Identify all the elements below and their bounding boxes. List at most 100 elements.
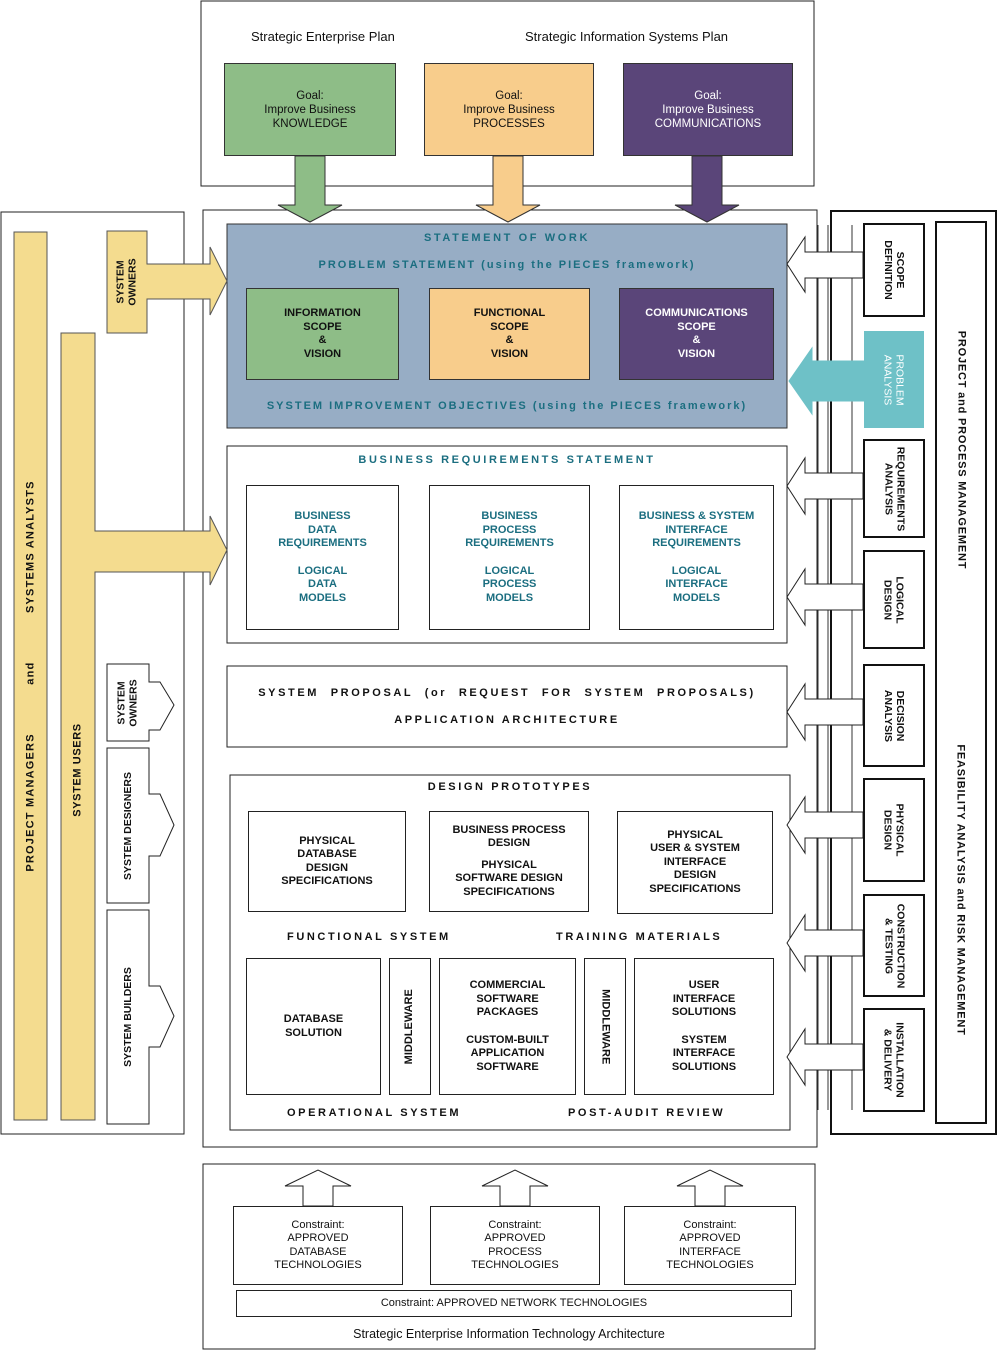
box-text: MODELS (298, 591, 347, 604)
interface-solutions-box: USER INTERFACE SOLUTIONS SYSTEM INTERFAC… (634, 958, 774, 1095)
designers-text: SYSTEM DESIGNERS (122, 771, 135, 880)
constraint-arrow-interface (676, 1169, 744, 1207)
phase-box-logical (863, 550, 925, 649)
box-text: MODELS (485, 591, 534, 604)
box-text: INFORMATION (284, 307, 361, 319)
goal-text: Improve Business (463, 103, 555, 116)
strategic-enterprise-plan-label: Strategic Enterprise Plan (251, 29, 395, 44)
project-process-management-label: PROJECT and PROCESS MANAGEMENT (936, 222, 986, 677)
phase-label-installation: INSTALLATION& DELIVERY (864, 1009, 924, 1111)
phase-text: REQUIREMENTS (894, 446, 906, 531)
box-text: & (505, 334, 514, 346)
phase-text: DECISION (893, 690, 906, 741)
box-text: REQUIREMENTS (278, 537, 367, 549)
owners-text: OWNERS (128, 678, 140, 727)
box-text: PHYSICAL (481, 858, 537, 871)
box-text: MODELS (672, 591, 721, 604)
phase-text: ANALYSIS (881, 354, 894, 405)
phase-text: & DELIVERY (882, 1028, 894, 1092)
goal-text: PROCESSES (473, 117, 545, 130)
box-text: SCOPE (303, 320, 342, 333)
constraint-database: Constraint: APPROVED DATABASE TECHNOLOGI… (233, 1206, 403, 1285)
box-text: INTERFACE (663, 855, 727, 868)
box-text: REQUIREMENTS (465, 537, 554, 549)
box-text: DATABASE (283, 1013, 344, 1025)
phase-box-scope (863, 223, 925, 317)
phase-box-problem (864, 331, 924, 428)
box-text: APPLICATION (470, 1047, 545, 1059)
phase-label-construction: CONSTRUCTION& TESTING (864, 895, 924, 996)
pm-label-text: PROJECT MANAGERS (24, 733, 37, 872)
system-owners-label-1: SYSTEM OWNERS (107, 231, 147, 333)
interface-requirements-box: BUSINESS & SYSTEM INTERFACE REQUIREMENTS… (619, 485, 774, 630)
box-text: & (318, 334, 327, 346)
phase-text: SCOPE (894, 251, 906, 289)
communications-scope-box: COMMUNICATIONS SCOPE & VISION (619, 288, 774, 380)
phase-boxes (863, 223, 925, 1112)
operational-system-label: OPERATIONAL SYSTEM (287, 1107, 462, 1119)
goal-knowledge: Goal: Improve Business KNOWLEDGE (224, 63, 396, 156)
functional-system-label: FUNCTIONAL SYSTEM (287, 931, 451, 943)
constraint-interface: Constraint: APPROVED INTERFACE TECHNOLOG… (624, 1206, 796, 1285)
box-text: REQUIREMENTS (652, 537, 741, 549)
box-text: SPECIFICATIONS (281, 875, 373, 887)
box-text: VISION (303, 347, 342, 360)
requirements-title: BUSINESS REQUIREMENTS STATEMENT (358, 454, 656, 466)
system-proposal-label: SYSTEM PROPOSAL (or REQUEST FOR SYSTEM P… (258, 687, 756, 699)
system-users-text: SYSTEM USERS (72, 723, 85, 817)
constraint-text: Constraint: (683, 1218, 737, 1231)
box-text: DATA (308, 578, 337, 590)
goal-processes: Goal: Improve Business PROCESSES (424, 63, 594, 156)
system-users-label: SYSTEM USERS (61, 620, 95, 920)
box-text: SPECIFICATIONS (649, 882, 741, 895)
box-text: USER (688, 979, 720, 991)
middleware-label: MIDDLEWARE (599, 988, 612, 1065)
box-text: DESIGN (673, 869, 717, 882)
statement-of-work-title: STATEMENT OF WORK (423, 232, 590, 244)
box-text: DESIGN (305, 861, 349, 874)
phase-text: PROBLEM (893, 353, 906, 406)
goal-communications: Goal: Improve Business COMMUNICATIONS (623, 63, 793, 156)
box-text: DESIGN (487, 837, 531, 850)
design-prototypes-title: DESIGN PROTOTYPES (427, 781, 593, 793)
box-text: SOFTWARE (476, 1060, 539, 1073)
box-text: SPECIFICATIONS (463, 885, 555, 898)
feasibility-risk-management-label: FEASIBILITY ANALYSIS and RISK MANAGEMENT (936, 660, 986, 1120)
system-owners-arrow-2 (106, 663, 175, 742)
management-bar (935, 221, 987, 1124)
phase-text: DESIGN (882, 809, 894, 851)
box-text: PROCESS (482, 578, 537, 590)
box-text: BUSINESS PROCESS (452, 823, 566, 836)
goal-text: Goal: (296, 89, 324, 102)
goal-arrow-communications (674, 155, 740, 223)
improvement-objectives-title: SYSTEM IMPROVEMENT OBJECTIVES (using the… (266, 400, 748, 412)
constraint-text: Constraint: APPROVED NETWORK TECHNOLOGIE… (380, 1296, 648, 1309)
box-text: FUNCTIONAL (473, 307, 546, 319)
goal-text: COMMUNICATIONS (654, 117, 762, 130)
physical-database-design-box: PHYSICAL DATABASE DESIGN SPECIFICATIONS (248, 811, 406, 912)
constraint-text: Constraint: (291, 1218, 345, 1231)
system-owners-label-2: SYSTEM OWNERS (107, 664, 149, 741)
phase-text: ANALYSIS (881, 689, 894, 742)
box-text: PHYSICAL (299, 834, 355, 847)
constraint-text: TECHNOLOGIES (471, 1259, 559, 1271)
application-architecture-label: APPLICATION ARCHITECTURE (394, 714, 620, 726)
mgmt-text: PROJECT and PROCESS MANAGEMENT (955, 330, 967, 569)
box-text: PROCESS (482, 523, 537, 536)
interface-design-box: PHYSICAL USER & SYSTEM INTERFACE DESIGN … (617, 811, 773, 914)
box-text: & (692, 334, 701, 346)
system-builders-arrow (106, 909, 175, 1125)
phase-box-decision (863, 664, 925, 767)
proposal-frame (226, 665, 788, 748)
goal-text: KNOWLEDGE (272, 117, 348, 130)
goal-text: Improve Business (264, 103, 356, 116)
system-builders-label: SYSTEM BUILDERS (107, 910, 149, 1124)
box-text: SYSTEM (681, 1033, 727, 1046)
box-text: INTERFACE (672, 1047, 736, 1059)
phase-box-construction (863, 894, 925, 997)
box-text: PHYSICAL (667, 828, 723, 841)
